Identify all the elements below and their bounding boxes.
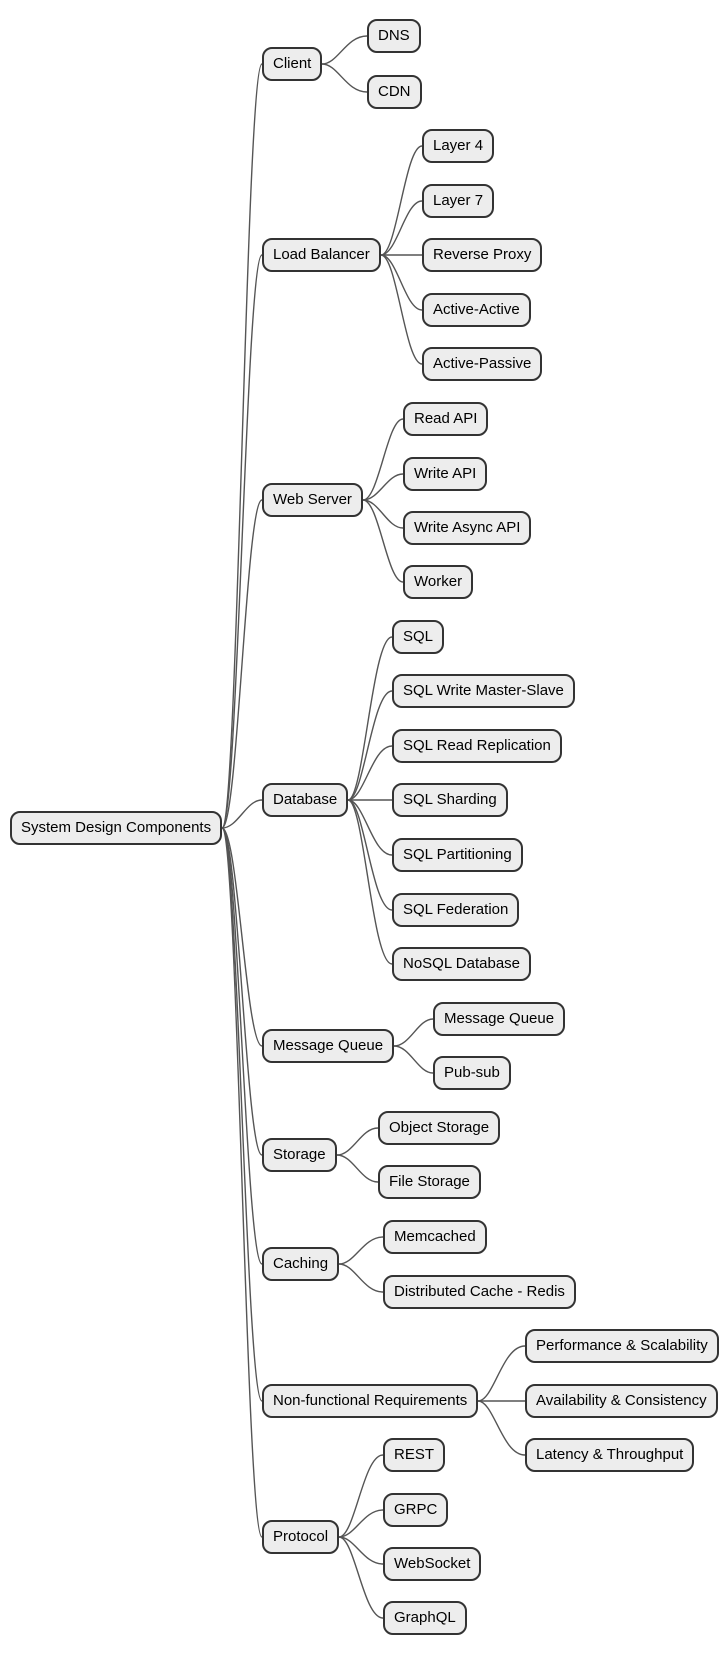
edge (477, 1400, 526, 1456)
leaf-node-sql-sharding: SQL Sharding (392, 783, 508, 817)
edge (221, 827, 263, 1156)
leaf-node-worker: Worker (403, 565, 474, 599)
leaf-node-read-api: Read API (403, 402, 489, 436)
leaf-node-performance-scalability: Performance & Scalability (525, 1329, 719, 1363)
edge (338, 1236, 384, 1265)
branch-node-storage: Storage (262, 1138, 337, 1172)
edge (338, 1454, 384, 1538)
edge (338, 1536, 384, 1619)
leaf-node-memcached: Memcached (383, 1220, 487, 1254)
edge (221, 827, 263, 1402)
leaf-node-websocket: WebSocket (383, 1547, 482, 1581)
edge (347, 636, 393, 801)
edge (336, 1127, 379, 1156)
edge (221, 499, 263, 829)
branch-node-protocol: Protocol (262, 1520, 340, 1554)
edge (380, 254, 423, 311)
leaf-node-grpc: GRPC (383, 1493, 449, 1527)
leaf-node-pub-sub: Pub-sub (433, 1056, 511, 1090)
leaf-node-graphql: GraphQL (383, 1601, 467, 1635)
leaf-node-sql-partitioning: SQL Partitioning (392, 838, 523, 872)
edge (221, 799, 263, 829)
edge (477, 1345, 526, 1402)
leaf-node-cdn: CDN (367, 75, 422, 109)
edge (321, 63, 368, 93)
leaf-node-sql-federation: SQL Federation (392, 893, 520, 927)
edge (338, 1263, 384, 1293)
edge (338, 1509, 384, 1538)
leaf-node-layer-4: Layer 4 (422, 129, 495, 163)
edge (321, 35, 368, 65)
edge (221, 827, 263, 1538)
branch-node-client: Client (262, 47, 323, 81)
root-node-system-design-components: System Design Components (10, 811, 223, 845)
leaf-node-write-api: Write API (403, 457, 488, 491)
leaf-node-sql: SQL (392, 620, 445, 654)
leaf-node-active-passive: Active-Passive (422, 347, 543, 381)
edge (393, 1045, 434, 1074)
edge (221, 827, 263, 1265)
leaf-node-distributed-cache-redis: Distributed Cache - Redis (383, 1275, 576, 1309)
leaf-node-nosql-database: NoSQL Database (392, 947, 532, 981)
leaf-node-sql-write-master-slave: SQL Write Master-Slave (392, 674, 575, 708)
branch-node-web-server: Web Server (262, 483, 363, 517)
leaf-node-latency-throughput: Latency & Throughput (525, 1438, 695, 1472)
branch-node-caching: Caching (262, 1247, 340, 1281)
edge (347, 690, 393, 801)
edge (221, 254, 263, 829)
edge (380, 200, 423, 256)
leaf-node-rest: REST (383, 1438, 446, 1472)
branch-node-message-queue: Message Queue (262, 1029, 395, 1063)
leaf-node-reverse-proxy: Reverse Proxy (422, 238, 543, 272)
edge (221, 63, 263, 829)
edge (347, 799, 393, 911)
edge (336, 1154, 379, 1183)
leaf-node-dns: DNS (367, 19, 421, 53)
leaf-node-layer-7: Layer 7 (422, 184, 495, 218)
edge (338, 1536, 384, 1565)
leaf-node-object-storage: Object Storage (378, 1111, 501, 1145)
leaf-node-message-queue: Message Queue (433, 1002, 566, 1036)
leaf-node-file-storage: File Storage (378, 1165, 481, 1199)
edge (362, 473, 404, 501)
leaf-node-availability-consistency: Availability & Consistency (525, 1384, 718, 1418)
branch-node-load-balancer: Load Balancer (262, 238, 381, 272)
leaf-node-active-active: Active-Active (422, 293, 531, 327)
edge (221, 827, 263, 1047)
leaf-node-write-async-api: Write Async API (403, 511, 532, 545)
edge (393, 1018, 434, 1047)
edge (347, 745, 393, 801)
edge (380, 254, 423, 365)
branch-node-database: Database (262, 783, 349, 817)
edge (347, 799, 393, 965)
edge (362, 499, 404, 583)
branch-node-non-functional-requirements: Non-functional Requirements (262, 1384, 479, 1418)
edge (347, 799, 393, 856)
edge (380, 145, 423, 256)
edge (362, 418, 404, 501)
leaf-node-sql-read-replication: SQL Read Replication (392, 729, 562, 763)
